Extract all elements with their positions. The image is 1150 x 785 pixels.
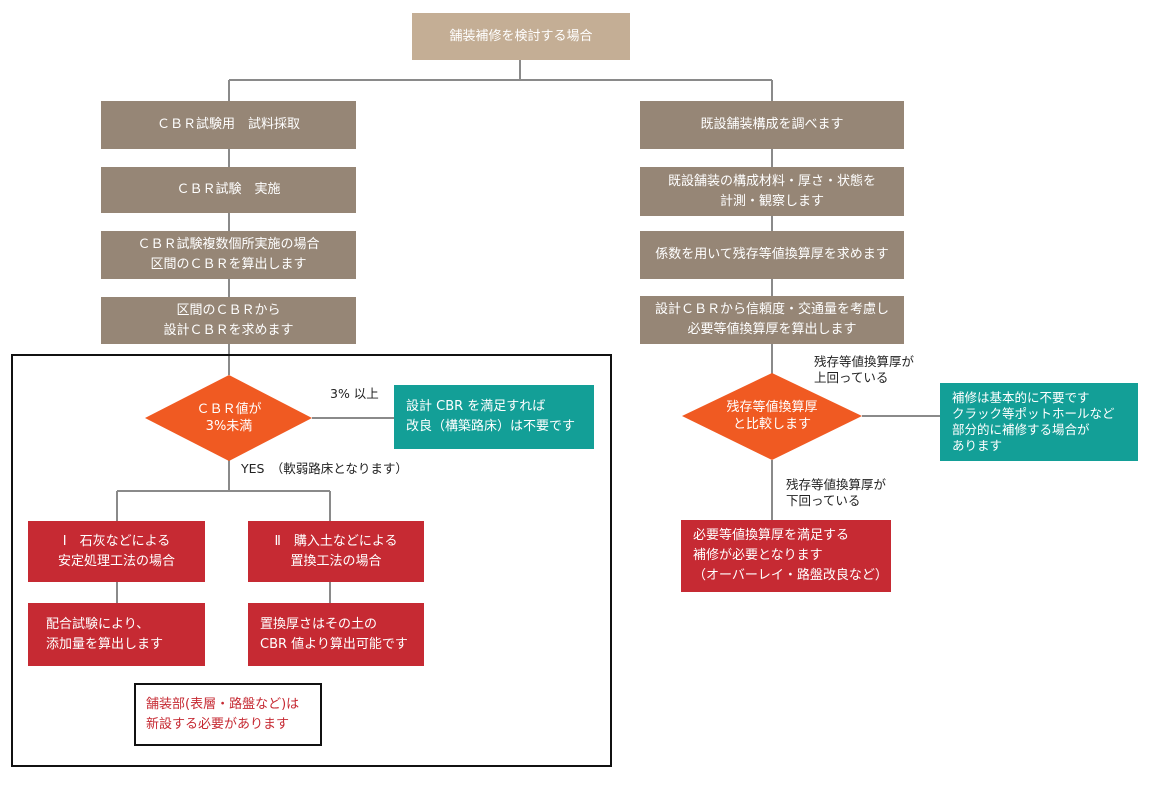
left-step-sample-label: ＣＢＲ試験用 試料採取 bbox=[156, 117, 300, 132]
decision-diamond-compare bbox=[682, 373, 862, 460]
right-teal-box: 補修は基本的に不要です クラック等ポットホールなど 部分的に補修する場合が あり… bbox=[940, 383, 1138, 461]
method-lime-box: Ⅰ 石灰などによる 安定処理工法の場合 bbox=[28, 521, 205, 582]
pavement-note-box: 舗装部(表層・路盤など)は 新設する必要があります bbox=[134, 683, 322, 746]
right-step-required-box: 設計ＣＢＲから信頼度・交通量を考慮し 必要等値換算厚を算出します bbox=[640, 296, 904, 344]
left-step-sample-box: ＣＢＲ試験用 試料採取 bbox=[101, 101, 356, 149]
start-box-label: 舗装補修を検討する場合 bbox=[449, 28, 593, 44]
label-residual-below: 残存等値換算厚が 下回っている bbox=[786, 477, 887, 508]
right-step-coefficient-label: 係数を用いて残存等値換算厚を求めます bbox=[655, 247, 889, 262]
right-step-coefficient-box: 係数を用いて残存等値換算厚を求めます bbox=[640, 231, 904, 279]
method-lime-label: Ⅰ 石灰などによる 安定処理工法の場合 bbox=[57, 533, 175, 569]
decision-cbr-label: ＣＢＲ値が 3%未満 bbox=[196, 402, 262, 434]
right-step-required-label: 設計ＣＢＲから信頼度・交通量を考慮し 必要等値換算厚を算出します bbox=[654, 302, 889, 337]
label-residual-above: 残存等値換算厚が 上回っている bbox=[814, 354, 915, 385]
method-lime-detail-box: 配合試験により、 添加量を算出します bbox=[28, 603, 205, 666]
method-replace-label: Ⅱ 購入土などによる 置換工法の場合 bbox=[274, 533, 398, 569]
right-step-measure-label: 既設舗装の構成材料・厚さ・状態を 計測・観察します bbox=[667, 173, 876, 209]
left-step-design-box: 区間のＣＢＲから 設計ＣＢＲを求めます bbox=[101, 297, 356, 344]
right-teal-label: 補修は基本的に不要です クラック等ポットホールなど 部分的に補修する場合が あり… bbox=[952, 390, 1115, 453]
soft-subgrade-frame bbox=[11, 354, 612, 767]
method-lime-detail-label: 配合試験により、 添加量を算出します bbox=[46, 616, 164, 652]
left-step-section-box: ＣＢＲ試験複数個所実施の場合 区間のＣＢＲを算出します bbox=[101, 231, 356, 279]
method-replace-detail-label: 置換厚さはその土の CBR 値より算出可能です bbox=[260, 616, 408, 652]
left-step-design-label: 区間のＣＢＲから 設計ＣＢＲを求めます bbox=[163, 302, 294, 338]
left-teal-label: 設計 CBR を満足すれば 改良（構築路床）は不要です bbox=[406, 399, 576, 434]
decision-diamond-cbr bbox=[145, 375, 312, 461]
decision-compare-label: 残存等値換算厚 と比較します bbox=[726, 400, 818, 432]
method-replace-detail-box: 置換厚さはその土の CBR 値より算出可能です bbox=[248, 603, 424, 666]
label-3pct-above: 3% 以上 bbox=[330, 386, 379, 401]
left-step-section-label: ＣＢＲ試験複数個所実施の場合 区間のＣＢＲを算出します bbox=[137, 237, 320, 272]
right-step-measure-box: 既設舗装の構成材料・厚さ・状態を 計測・観察します bbox=[640, 167, 904, 216]
right-step-survey-label: 既設舗装構成を調べます bbox=[700, 117, 844, 132]
method-replace-box: Ⅱ 購入土などによる 置換工法の場合 bbox=[248, 521, 424, 582]
left-teal-box: 設計 CBR を満足すれば 改良（構築路床）は不要です bbox=[394, 385, 594, 449]
start-box: 舗装補修を検討する場合 bbox=[412, 13, 630, 60]
left-step-test-box: ＣＢＲ試験 実施 bbox=[101, 167, 356, 213]
left-step-test-label: ＣＢＲ試験 実施 bbox=[176, 182, 281, 197]
repair-required-box: 必要等値換算厚を満足する 補修が必要となります （オーバーレイ・路盤改良など） bbox=[681, 520, 891, 592]
repair-required-label: 必要等値換算厚を満足する 補修が必要となります （オーバーレイ・路盤改良など） bbox=[693, 528, 888, 583]
label-yes: YES （軟弱路床となります） bbox=[241, 461, 408, 476]
right-step-survey-box: 既設舗装構成を調べます bbox=[640, 101, 904, 149]
